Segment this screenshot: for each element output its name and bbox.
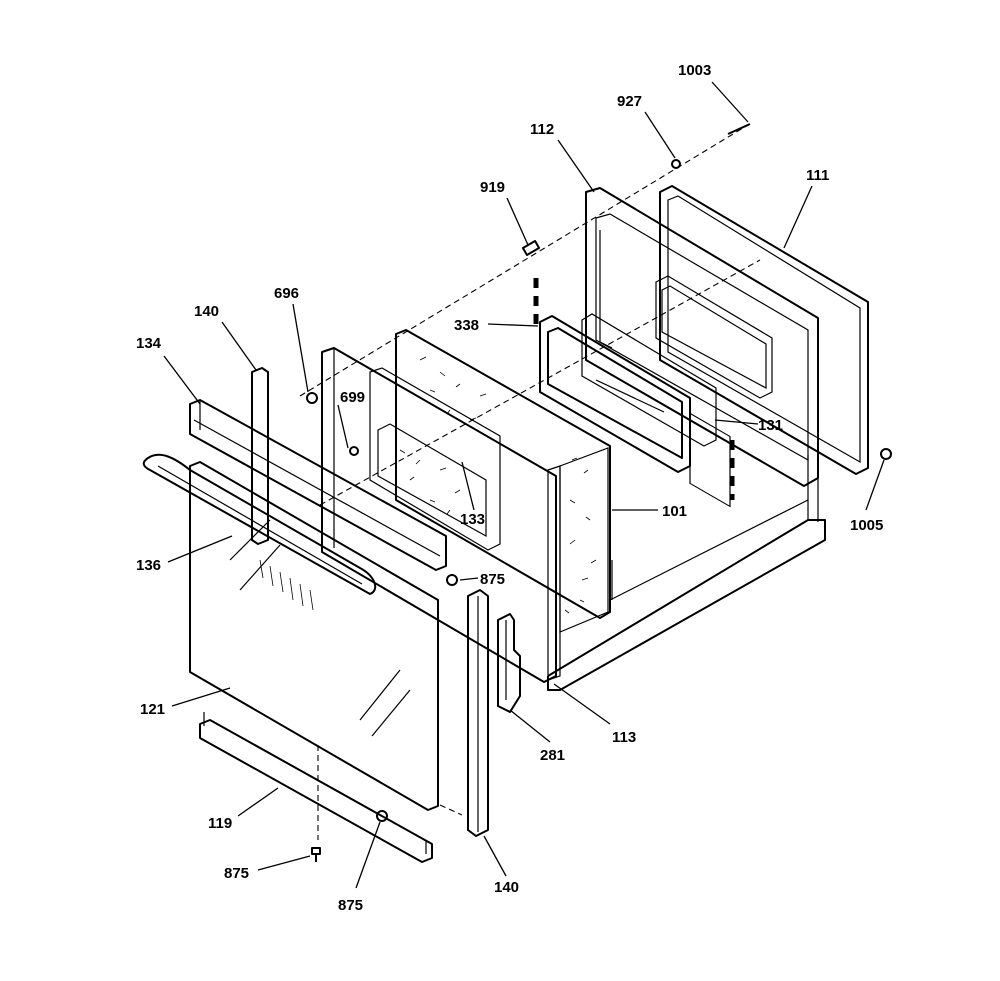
rear-panel	[655, 185, 869, 475]
screw-875-left	[311, 847, 321, 862]
screw-875-mid	[446, 574, 458, 586]
leader-lines	[163, 81, 885, 889]
screw-1003	[727, 123, 751, 135]
label-112: 112	[530, 121, 554, 138]
bottom-trim	[199, 712, 433, 863]
assembly-axis-upper	[299, 124, 749, 397]
side-trim-left	[251, 367, 269, 545]
label-281: 281	[540, 747, 565, 764]
label-111: 111	[806, 167, 829, 184]
screw-699	[349, 446, 359, 456]
label-136: 136	[136, 557, 161, 574]
screw-875-bottom	[376, 810, 388, 822]
plug-1005	[880, 448, 892, 460]
label-699: 699	[340, 389, 365, 406]
label-875-left: 875	[224, 865, 249, 882]
assembly-axis-bottom-right	[439, 804, 463, 816]
label-696: 696	[274, 285, 299, 302]
spacer-919	[521, 240, 541, 256]
label-919: 919	[480, 179, 505, 196]
screw-696	[306, 392, 318, 404]
label-927: 927	[617, 93, 642, 110]
label-121: 121	[140, 701, 165, 718]
label-113: 113	[612, 729, 636, 746]
insulation-panel	[395, 329, 611, 681]
window-frame-gasket	[539, 313, 717, 473]
door-hinge	[497, 613, 521, 713]
washer-927	[671, 159, 681, 169]
label-133: 133	[460, 511, 485, 528]
label-134: 134	[136, 335, 162, 352]
door-handle	[142, 453, 377, 595]
label-338: 338	[454, 317, 479, 334]
label-875-bottom: 875	[338, 897, 363, 914]
label-1005: 1005	[850, 517, 883, 534]
label-875-mid: 875	[480, 571, 505, 588]
label-1003: 1003	[678, 62, 711, 79]
outer-door-glass	[189, 461, 439, 811]
label-140-top: 140	[194, 303, 219, 320]
label-140-bottom: 140	[494, 879, 519, 896]
label-101: 101	[662, 503, 687, 520]
label-131: 131	[758, 417, 783, 434]
door-liner-frame	[547, 455, 826, 691]
side-trim-right	[467, 589, 489, 837]
inner-door-panel	[585, 187, 819, 508]
vent-trim	[189, 399, 447, 571]
label-119: 119	[208, 815, 232, 832]
